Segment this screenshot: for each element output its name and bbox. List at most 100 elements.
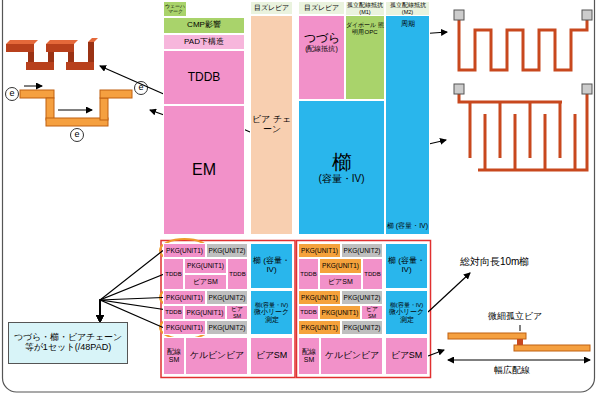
- block-label: 櫛(容量・IV): [255, 302, 289, 309]
- via-chain-figure: [6, 38, 98, 70]
- comb-wire: [478, 94, 587, 170]
- block-label: PKG(UNIT2): [209, 247, 246, 254]
- leader-arrow: [428, 273, 470, 312]
- wire: [100, 90, 132, 98]
- block-label: 櫛: [332, 151, 352, 173]
- layout-block: PKG(UNIT2): [206, 320, 248, 335]
- block-label: TDDB: [300, 271, 316, 278]
- block-label: ケルビンビア: [190, 351, 244, 361]
- block-label: 櫛 (容量・IV): [387, 222, 428, 230]
- block-label: 配線SM: [299, 348, 319, 363]
- wire: [20, 90, 54, 98]
- block-label: PKG(UNIT2): [209, 324, 246, 331]
- flow-arrow: [24, 86, 42, 87]
- wide-wire: [514, 345, 590, 351]
- layout-block: 配線SM: [163, 337, 185, 375]
- isolated-via-figure: [448, 325, 590, 360]
- meander-wire: [459, 20, 587, 70]
- block-label: PKG(UNIT1): [301, 247, 338, 254]
- block-label: 微小リーク 測定: [251, 308, 292, 323]
- block-label: PKG(UNIT1): [301, 294, 338, 301]
- wire: [46, 118, 108, 126]
- highlight-ellipse: [160, 316, 209, 339]
- block-label: PKG(UNIT1): [187, 309, 224, 316]
- block-label: 櫛 (容量・IV): [386, 257, 427, 275]
- layout-block: PKG(UNIT1): [184, 305, 226, 320]
- em-figure: [6, 82, 148, 142]
- via-post: [28, 52, 34, 62]
- block-label: PKG(UNIT1): [166, 324, 203, 331]
- layout-block: 櫛 (容量・IV): [385, 243, 428, 289]
- block-label: 周期: [401, 20, 415, 28]
- layout-block: TDDB: [298, 258, 319, 290]
- electron-symbol: e: [135, 82, 147, 93]
- layout-block: TDDB: [163, 50, 245, 105]
- block-label: 目ズレビア: [304, 4, 339, 12]
- leader-arrow: [428, 350, 444, 356]
- block-label: TDDB: [165, 271, 181, 278]
- serpentine-figure: [454, 10, 592, 70]
- block-label: TDDB: [300, 309, 316, 316]
- block-label: ビアSM: [362, 306, 382, 318]
- comb-fingers: [485, 114, 575, 170]
- layout-block: PKG(UNIT2): [341, 290, 383, 305]
- layout-block: ビアSM: [184, 274, 227, 290]
- electron-symbol: e: [6, 88, 18, 99]
- layout-block: 孤立配線抵抗 (M1): [345, 1, 385, 16]
- block-label: ケルビンビア: [325, 351, 379, 361]
- block-label: ビアSM: [391, 351, 423, 361]
- block-label: ビアSM: [328, 278, 353, 286]
- block-label: 櫛 (容量・IV): [251, 257, 292, 275]
- fine-via: [517, 339, 523, 345]
- layout-block: PKG(UNIT1): [319, 305, 361, 320]
- electron: [6, 88, 19, 101]
- layout-block: PAD下構造: [163, 34, 245, 50]
- callout-label: 幅広配線: [494, 366, 530, 376]
- block-label: PKG(UNIT1): [322, 309, 359, 316]
- block-label: ダイポール 照明用OPC: [346, 22, 384, 35]
- block-label: TDDB: [165, 309, 181, 316]
- layout-block: PKG(UNIT1): [298, 243, 341, 258]
- block-label: PKG(UNIT1): [301, 324, 338, 331]
- block-label: CMP影響: [187, 21, 221, 30]
- layout-block: ダイポール 照明用OPC: [345, 15, 385, 100]
- block-label: ビアSM: [193, 278, 218, 286]
- layout-block: TDDB: [163, 305, 184, 320]
- block-label: (容量・IV): [318, 173, 364, 184]
- layout-block: 目ズレビア: [250, 1, 293, 15]
- pad: [454, 84, 464, 94]
- layout-block: 櫛(容量・IV)微小リーク 測定: [250, 290, 293, 335]
- block: [26, 62, 54, 70]
- block-label: 配線SM: [164, 348, 184, 363]
- layout-block: ビアSM: [250, 337, 293, 375]
- block-label: PKG(UNIT2): [344, 247, 381, 254]
- block: [6, 44, 34, 52]
- block-label: 孤立配線抵抗 (M1): [346, 2, 384, 14]
- layout-block: PKG(UNIT2): [206, 243, 248, 258]
- layout-block: PKG(UNIT1): [163, 243, 206, 258]
- block-label: TDDB: [364, 271, 380, 278]
- layout-block: TDDB: [163, 258, 184, 290]
- block-label: PKG(UNIT1): [166, 247, 203, 254]
- block-label: つづら・櫛・ビアチェーン 等が1セット(/48PAD): [9, 333, 127, 353]
- group-outline: [161, 241, 295, 378]
- layout-block: PKG(UNIT2): [206, 290, 248, 305]
- electron: [135, 82, 148, 95]
- layout-block: PKG(UNIT1): [298, 320, 341, 335]
- layout-block: PKG(UNIT1): [163, 320, 206, 335]
- layout-block: ビアSM: [361, 305, 383, 320]
- block-label: TDDB: [188, 71, 221, 84]
- via-post: [48, 52, 54, 62]
- wide-wire: [448, 333, 526, 339]
- block: [66, 62, 94, 70]
- block-label: EM: [192, 161, 216, 179]
- block-label: TDDB: [229, 271, 245, 278]
- flow-arrow: [58, 110, 92, 111]
- block: [46, 44, 74, 52]
- comb-wire: [459, 94, 562, 102]
- block-label: PKG(UNIT2): [344, 324, 381, 331]
- block-label: 孤立配線抵抗 (M2): [386, 2, 429, 14]
- block-label: ビアSM: [227, 306, 247, 318]
- block-label: PKG(UNIT1): [166, 294, 203, 301]
- callout-label: 微細孤立ビア: [488, 312, 542, 322]
